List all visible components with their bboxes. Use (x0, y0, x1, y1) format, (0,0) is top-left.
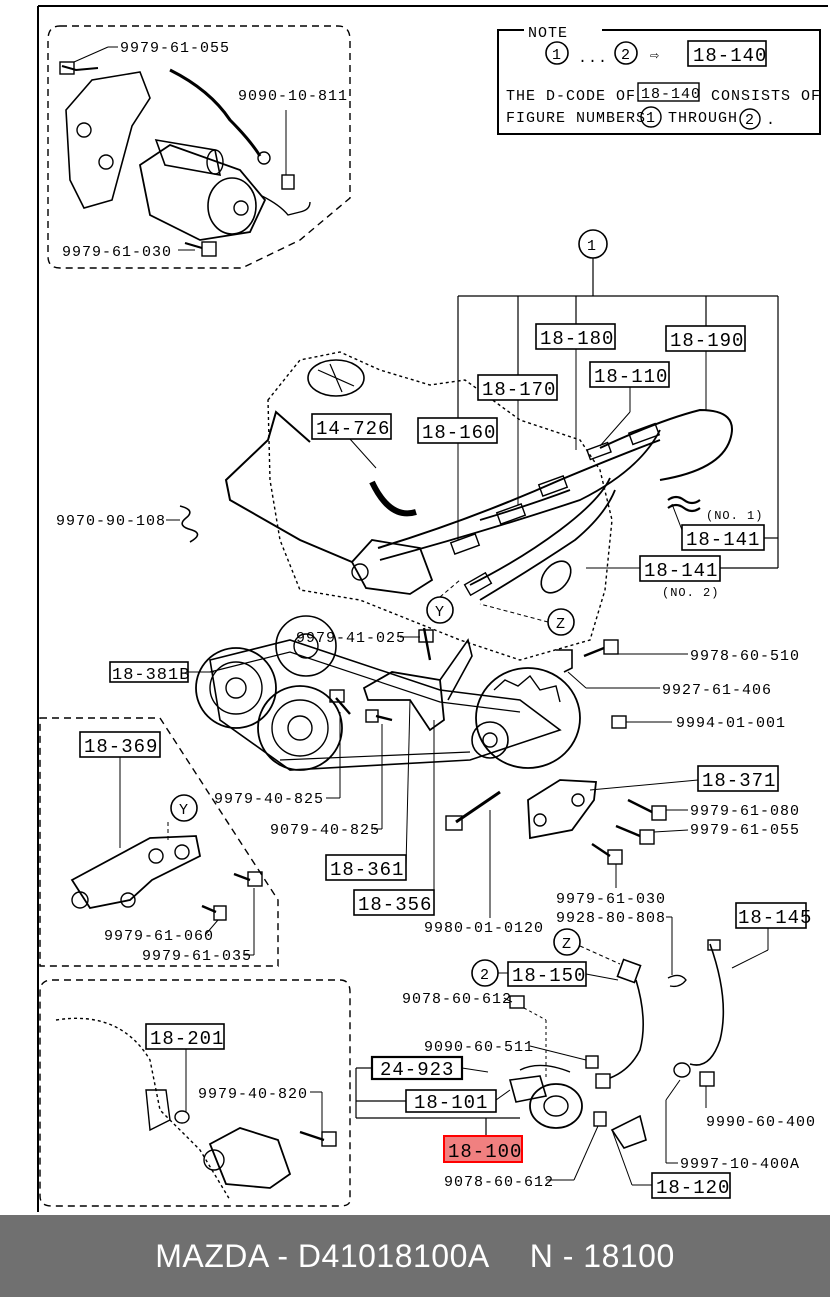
callout-y-main: Y (435, 604, 445, 621)
box-18-110-text: 18-110 (594, 366, 668, 388)
label-no2: (NO. 2) (662, 586, 719, 600)
box-18-101-text: 18-101 (414, 1092, 488, 1114)
label-9979-61-060: 9979-61-060 (104, 928, 214, 945)
box-18-145-text: 18-145 (738, 907, 812, 929)
label-9979-61-080: 9979-61-080 (690, 803, 800, 820)
label-9978-60-510: 9978-60-510 (690, 648, 800, 665)
label-9090-10-811: 9090-10-811 (238, 88, 348, 105)
box-14-726-text: 14-726 (316, 418, 390, 440)
box-18-150 (507, 961, 587, 987)
label-9979-41-025: 9979-41-025 (296, 630, 406, 647)
box-18-100-highlight (443, 1135, 523, 1163)
label-9979-61-030-top: 9979-61-030 (62, 244, 172, 261)
label-9090-60-511: 9090-60-511 (424, 1039, 534, 1056)
box-18-369-text: 18-369 (84, 736, 158, 758)
note-dots: ... (578, 50, 608, 67)
box-18-180 (535, 323, 616, 350)
callout-z-lower: Z (562, 936, 572, 953)
box-18-381B-text: 18-381B (112, 666, 190, 685)
label-9980-01-0120: 9980-01-0120 (424, 920, 544, 937)
note-line1-suffix: CONSISTS OF (711, 88, 821, 105)
box-18-371 (697, 765, 779, 792)
note-code: 18-140 (693, 45, 767, 67)
label-9079-40-825: 9079-40-825 (270, 822, 380, 839)
box-14-726 (311, 413, 392, 440)
note-line2-mid: THROUGH (668, 110, 738, 127)
note-arrow: ⇨ (650, 48, 660, 65)
label-9927-61-406: 9927-61-406 (662, 682, 772, 699)
note-line1-prefix: THE D-CODE OF (506, 88, 636, 105)
note-title: NOTE (528, 25, 568, 42)
box-18-170-text: 18-170 (482, 379, 556, 401)
callout-y-inset: Y (179, 802, 189, 819)
parts-diagram: NOTE 1 ... 2 ⇨ 18-140 THE D-CODE OF 18-1… (37, 5, 828, 1212)
box-18-201-text: 18-201 (150, 1028, 224, 1050)
box-18-100-text: 18-100 (448, 1141, 522, 1163)
label-9970-90-108: 9970-90-108 (56, 513, 166, 530)
box-18-160-text: 18-160 (422, 422, 496, 444)
note-line2-to: 2 (745, 112, 755, 129)
footer-bar: MAZDA - D41018100A N - 18100 (0, 1215, 830, 1297)
label-9979-61-055-mid: 9979-61-055 (690, 822, 800, 839)
note-line2-end: . (766, 112, 776, 129)
box-18-110 (589, 361, 670, 388)
note-box: NOTE 1 ... 2 ⇨ 18-140 THE D-CODE OF 18-1… (497, 22, 821, 135)
label-9979-61-035: 9979-61-035 (142, 948, 252, 965)
label-9078-60-612-bot: 9078-60-612 (444, 1174, 554, 1191)
box-18-371-text: 18-371 (702, 770, 776, 792)
box-18-356 (353, 889, 435, 916)
box-18-141-no1-text: 18-141 (686, 529, 760, 551)
footer-part-number: MAZDA - D41018100A (155, 1237, 490, 1274)
box-18-120-text: 18-120 (656, 1177, 730, 1199)
label-9990-60-400: 9990-60-400 (706, 1114, 816, 1131)
box-18-201 (145, 1023, 225, 1050)
box-18-356-text: 18-356 (358, 894, 432, 916)
box-24-923-text: 24-923 (380, 1059, 454, 1081)
box-18-369 (79, 731, 161, 758)
note-line2-from: 1 (646, 110, 656, 127)
engine-assembly (179, 351, 733, 865)
boxed-codes: 18-180 18-190 18-110 18-170 14-726 18-16… (109, 323, 812, 1199)
box-18-141-no2-text: 18-141 (644, 560, 718, 582)
footer-code: N - 18100 (529, 1237, 675, 1274)
box-18-180-text: 18-180 (540, 328, 614, 350)
box-18-190-text: 18-190 (670, 330, 744, 352)
callout-2: 2 (480, 967, 490, 984)
main-labels: 9970-90-108 (NO. 1) (NO. 2) 9979-41-025 … (56, 509, 800, 988)
callout-z-main: Z (556, 616, 566, 633)
label-9979-61-030-mid: 9979-61-030 (556, 891, 666, 908)
note-from-num: 1 (552, 47, 562, 64)
callout-1: 1 (587, 238, 597, 255)
label-no1: (NO. 1) (706, 509, 763, 523)
box-18-120 (651, 1172, 731, 1199)
note-line1-code: 18-140 (641, 86, 701, 103)
group-2: 2 Z 9078-60-612 9090-60-511 9990-60-400 … (402, 928, 816, 1191)
box-18-361 (325, 854, 407, 881)
note-to-num: 2 (621, 47, 631, 64)
label-9997-10-400A: 9997-10-400A (680, 1156, 800, 1173)
inset-distributor-201: 18-201 9979-40-820 (39, 979, 351, 1207)
label-9994-01-001: 9994-01-001 (676, 715, 786, 732)
box-18-145 (735, 902, 807, 929)
note-line2-prefix: FIGURE NUMBERS (506, 110, 646, 127)
box-18-141-no1 (681, 524, 765, 551)
label-9979-61-055-top: 9979-61-055 (120, 40, 230, 57)
group-1-tree: 1 (457, 229, 779, 569)
box-18-150-text: 18-150 (512, 965, 586, 987)
callouts-main: Y Z (426, 579, 575, 636)
label-9078-60-612-top: 9078-60-612 (402, 991, 512, 1008)
label-9979-40-820: 9979-40-820 (198, 1086, 308, 1103)
box-18-160 (417, 417, 498, 444)
inset-bracket-369: 18-369 Y 9979-61-060 9979-61-035 (39, 717, 279, 967)
label-9928-80-808: 9928-80-808 (556, 910, 666, 927)
label-9979-40-825: 9979-40-825 (214, 791, 324, 808)
box-18-361-text: 18-361 (330, 859, 404, 881)
inset-starter-motor: 9979-61-055 9090-10-811 9979-61-030 (47, 25, 351, 269)
